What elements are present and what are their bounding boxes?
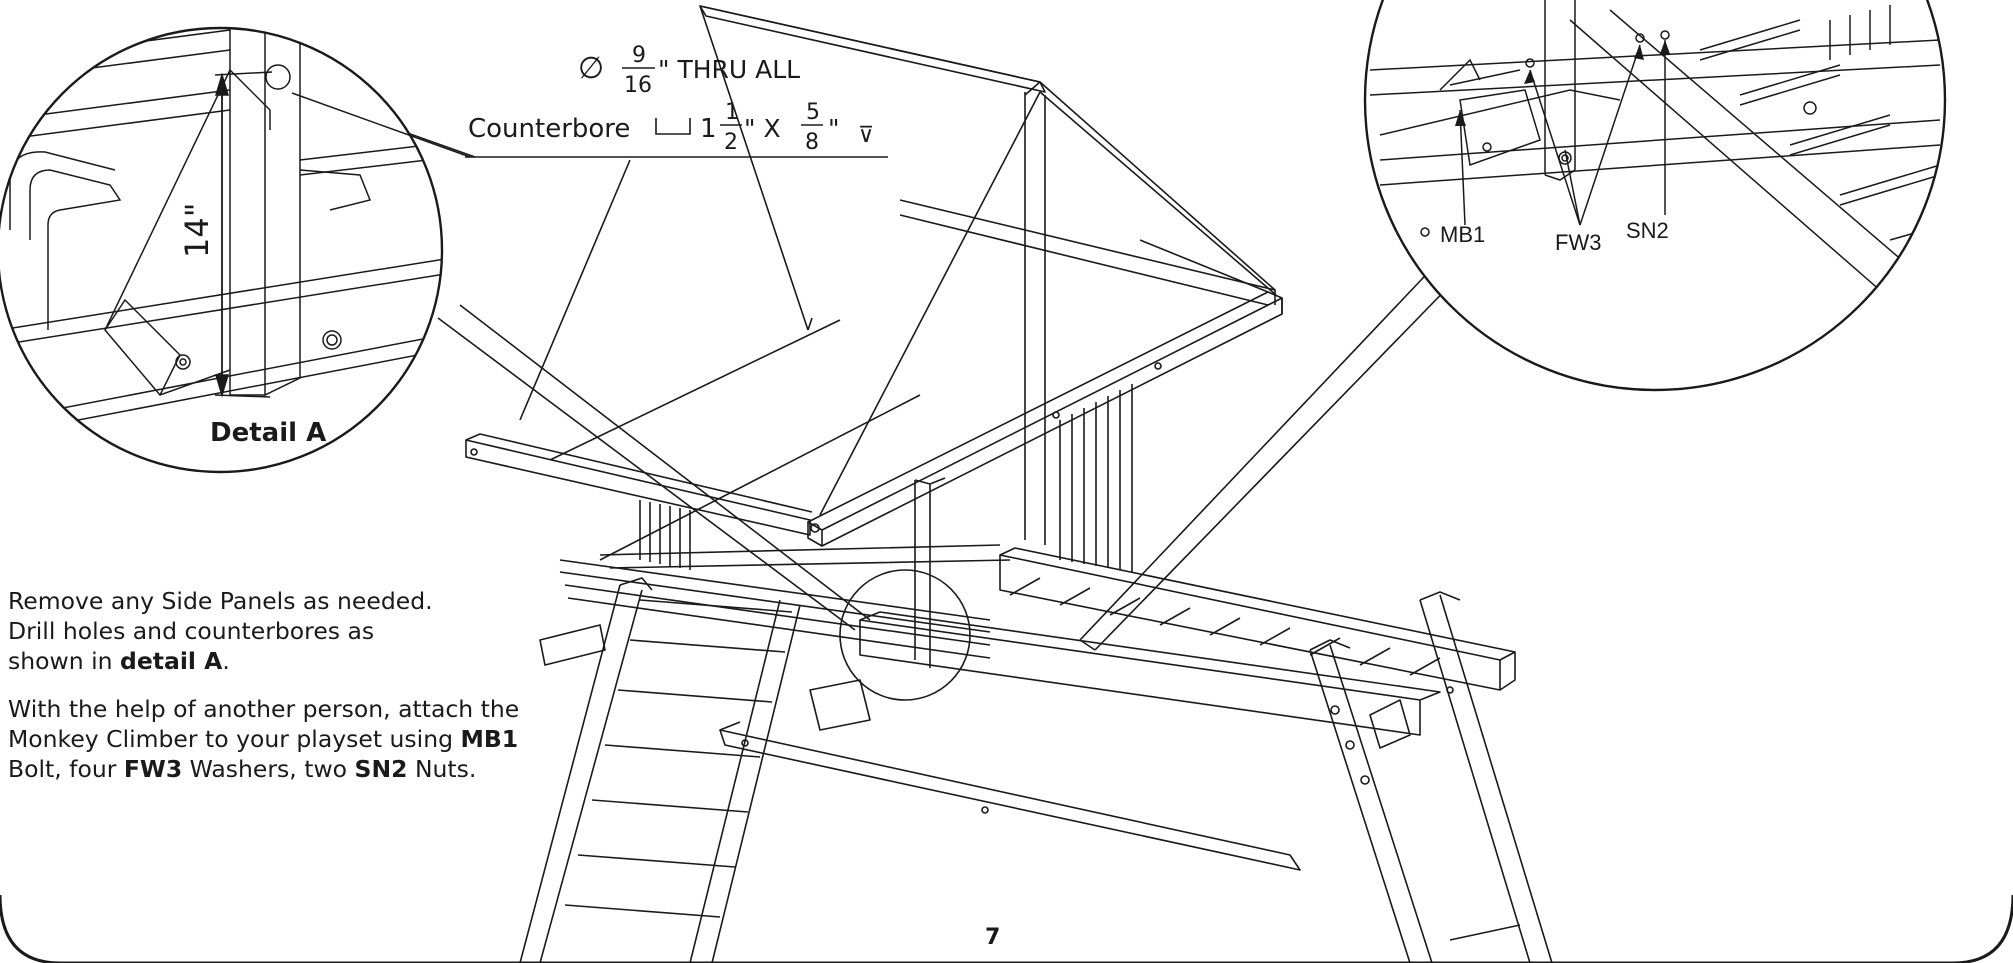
detail-a: 14" Detail A bbox=[0, 26, 471, 474]
instruction-text: . bbox=[222, 647, 230, 675]
detail-b-leader bbox=[1079, 259, 1461, 651]
detail-b-label-sn2: SN2 bbox=[1626, 218, 1669, 243]
hole-callout: ∅ 9 16 " THRU ALL Counterbore 1 1 2 " X … bbox=[294, 43, 888, 158]
detail-b-label-mb1: MB1 bbox=[1440, 222, 1485, 247]
detail-a-leader bbox=[437, 304, 871, 631]
detail-a-title: Detail A bbox=[210, 418, 326, 448]
instruction-step-1: Remove any Side Panels as needed.Drill h… bbox=[8, 586, 528, 676]
counterbore-frac2-num: 5 bbox=[806, 100, 820, 125]
counterbore-frac1-den: 2 bbox=[724, 130, 738, 155]
instruction-step-2: With the help of another person, attach … bbox=[8, 694, 528, 784]
instruction-text: Washers, two bbox=[182, 755, 355, 783]
counterbore-frac2-den: 8 bbox=[805, 130, 819, 155]
instruction-text: Drill holes and counterbores as bbox=[8, 617, 375, 645]
detail-b-label-fw3: FW3 bbox=[1555, 230, 1601, 255]
left-ladder bbox=[519, 577, 801, 963]
page-border bbox=[0, 894, 2013, 963]
instruction-text: With the help of another person, attach … bbox=[8, 695, 520, 723]
instruction-text: Monkey Climber to your playset using bbox=[8, 725, 461, 753]
counterbore-times: " X bbox=[744, 114, 781, 143]
counterbore-label: Counterbore bbox=[468, 114, 630, 144]
counterbore-whole: 1 bbox=[700, 114, 717, 144]
part-code: detail A bbox=[120, 647, 223, 675]
part-code: SN2 bbox=[354, 755, 408, 783]
right-ladder bbox=[1309, 591, 1553, 963]
part-code: MB1 bbox=[460, 725, 519, 753]
counterbore-inch: " bbox=[828, 114, 840, 143]
hole-fraction-den: 16 bbox=[624, 73, 652, 98]
instruction-text: Bolt, four bbox=[8, 755, 124, 783]
monkey-bar-rungs bbox=[1009, 577, 1441, 676]
counterbore-frac1-num: 1 bbox=[725, 100, 739, 125]
monkey-bar-rail bbox=[999, 554, 1501, 691]
hole-thru-text: " THRU ALL bbox=[658, 55, 800, 84]
detail-a-dimension: 14" bbox=[178, 203, 216, 258]
instruction-text: shown in bbox=[8, 647, 120, 675]
left-beam bbox=[465, 439, 811, 536]
page-number: 7 bbox=[985, 925, 1001, 950]
detail-b: MB1 FW3 SN2 bbox=[1363, 0, 1947, 392]
part-code: FW3 bbox=[123, 755, 183, 783]
hole-diameter-symbol: ∅ bbox=[578, 51, 604, 86]
instructions: Remove any Side Panels as needed.Drill h… bbox=[8, 586, 528, 802]
instruction-text: Remove any Side Panels as needed. bbox=[8, 587, 433, 615]
instruction-text: Nuts. bbox=[407, 755, 477, 783]
detail-a-locator bbox=[839, 569, 971, 701]
depth-symbol: ⊽ bbox=[858, 123, 874, 148]
hole-fraction-num: 9 bbox=[632, 43, 646, 68]
